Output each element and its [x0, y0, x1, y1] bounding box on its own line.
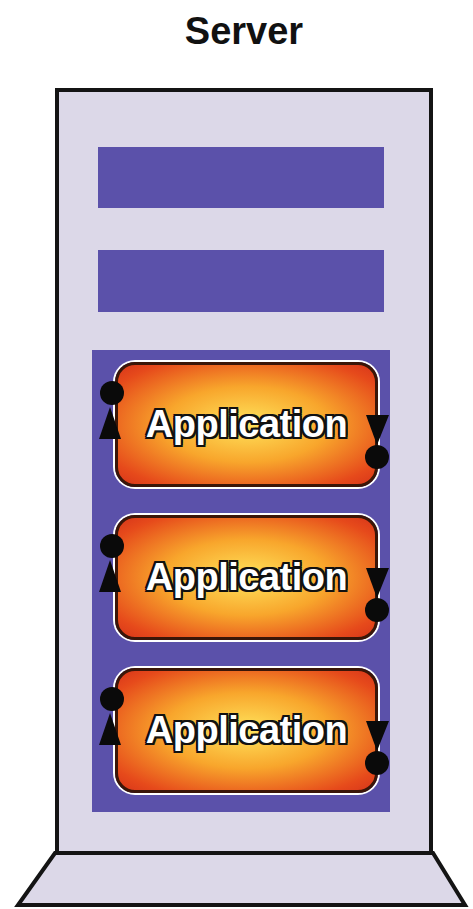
port-dot: [100, 534, 124, 558]
port-dot: [100, 687, 124, 711]
port-dot: [365, 751, 389, 775]
port-arrow: [366, 415, 389, 445]
drive-bay: [98, 250, 384, 312]
port-arrow: [366, 568, 389, 598]
application-label: Application: [146, 403, 347, 446]
port-dot: [100, 381, 124, 405]
application-box: Application: [115, 515, 378, 640]
server-title: Server: [19, 10, 469, 53]
server-base: [18, 853, 465, 905]
server-box: ServerApplicationApplicationApplication: [55, 88, 433, 855]
port-dot: [365, 445, 389, 469]
application-box: Application: [115, 668, 378, 793]
application-panel: [92, 350, 390, 812]
application-label: Application: [146, 709, 347, 752]
application-label: Application: [146, 556, 347, 599]
port-arrow: [366, 721, 389, 751]
port-arrow: [99, 713, 121, 745]
port-dot: [365, 598, 389, 622]
port-arrow: [99, 407, 121, 439]
drive-bay: [98, 147, 384, 208]
port-arrow: [99, 560, 121, 592]
application-box: Application: [115, 362, 378, 487]
